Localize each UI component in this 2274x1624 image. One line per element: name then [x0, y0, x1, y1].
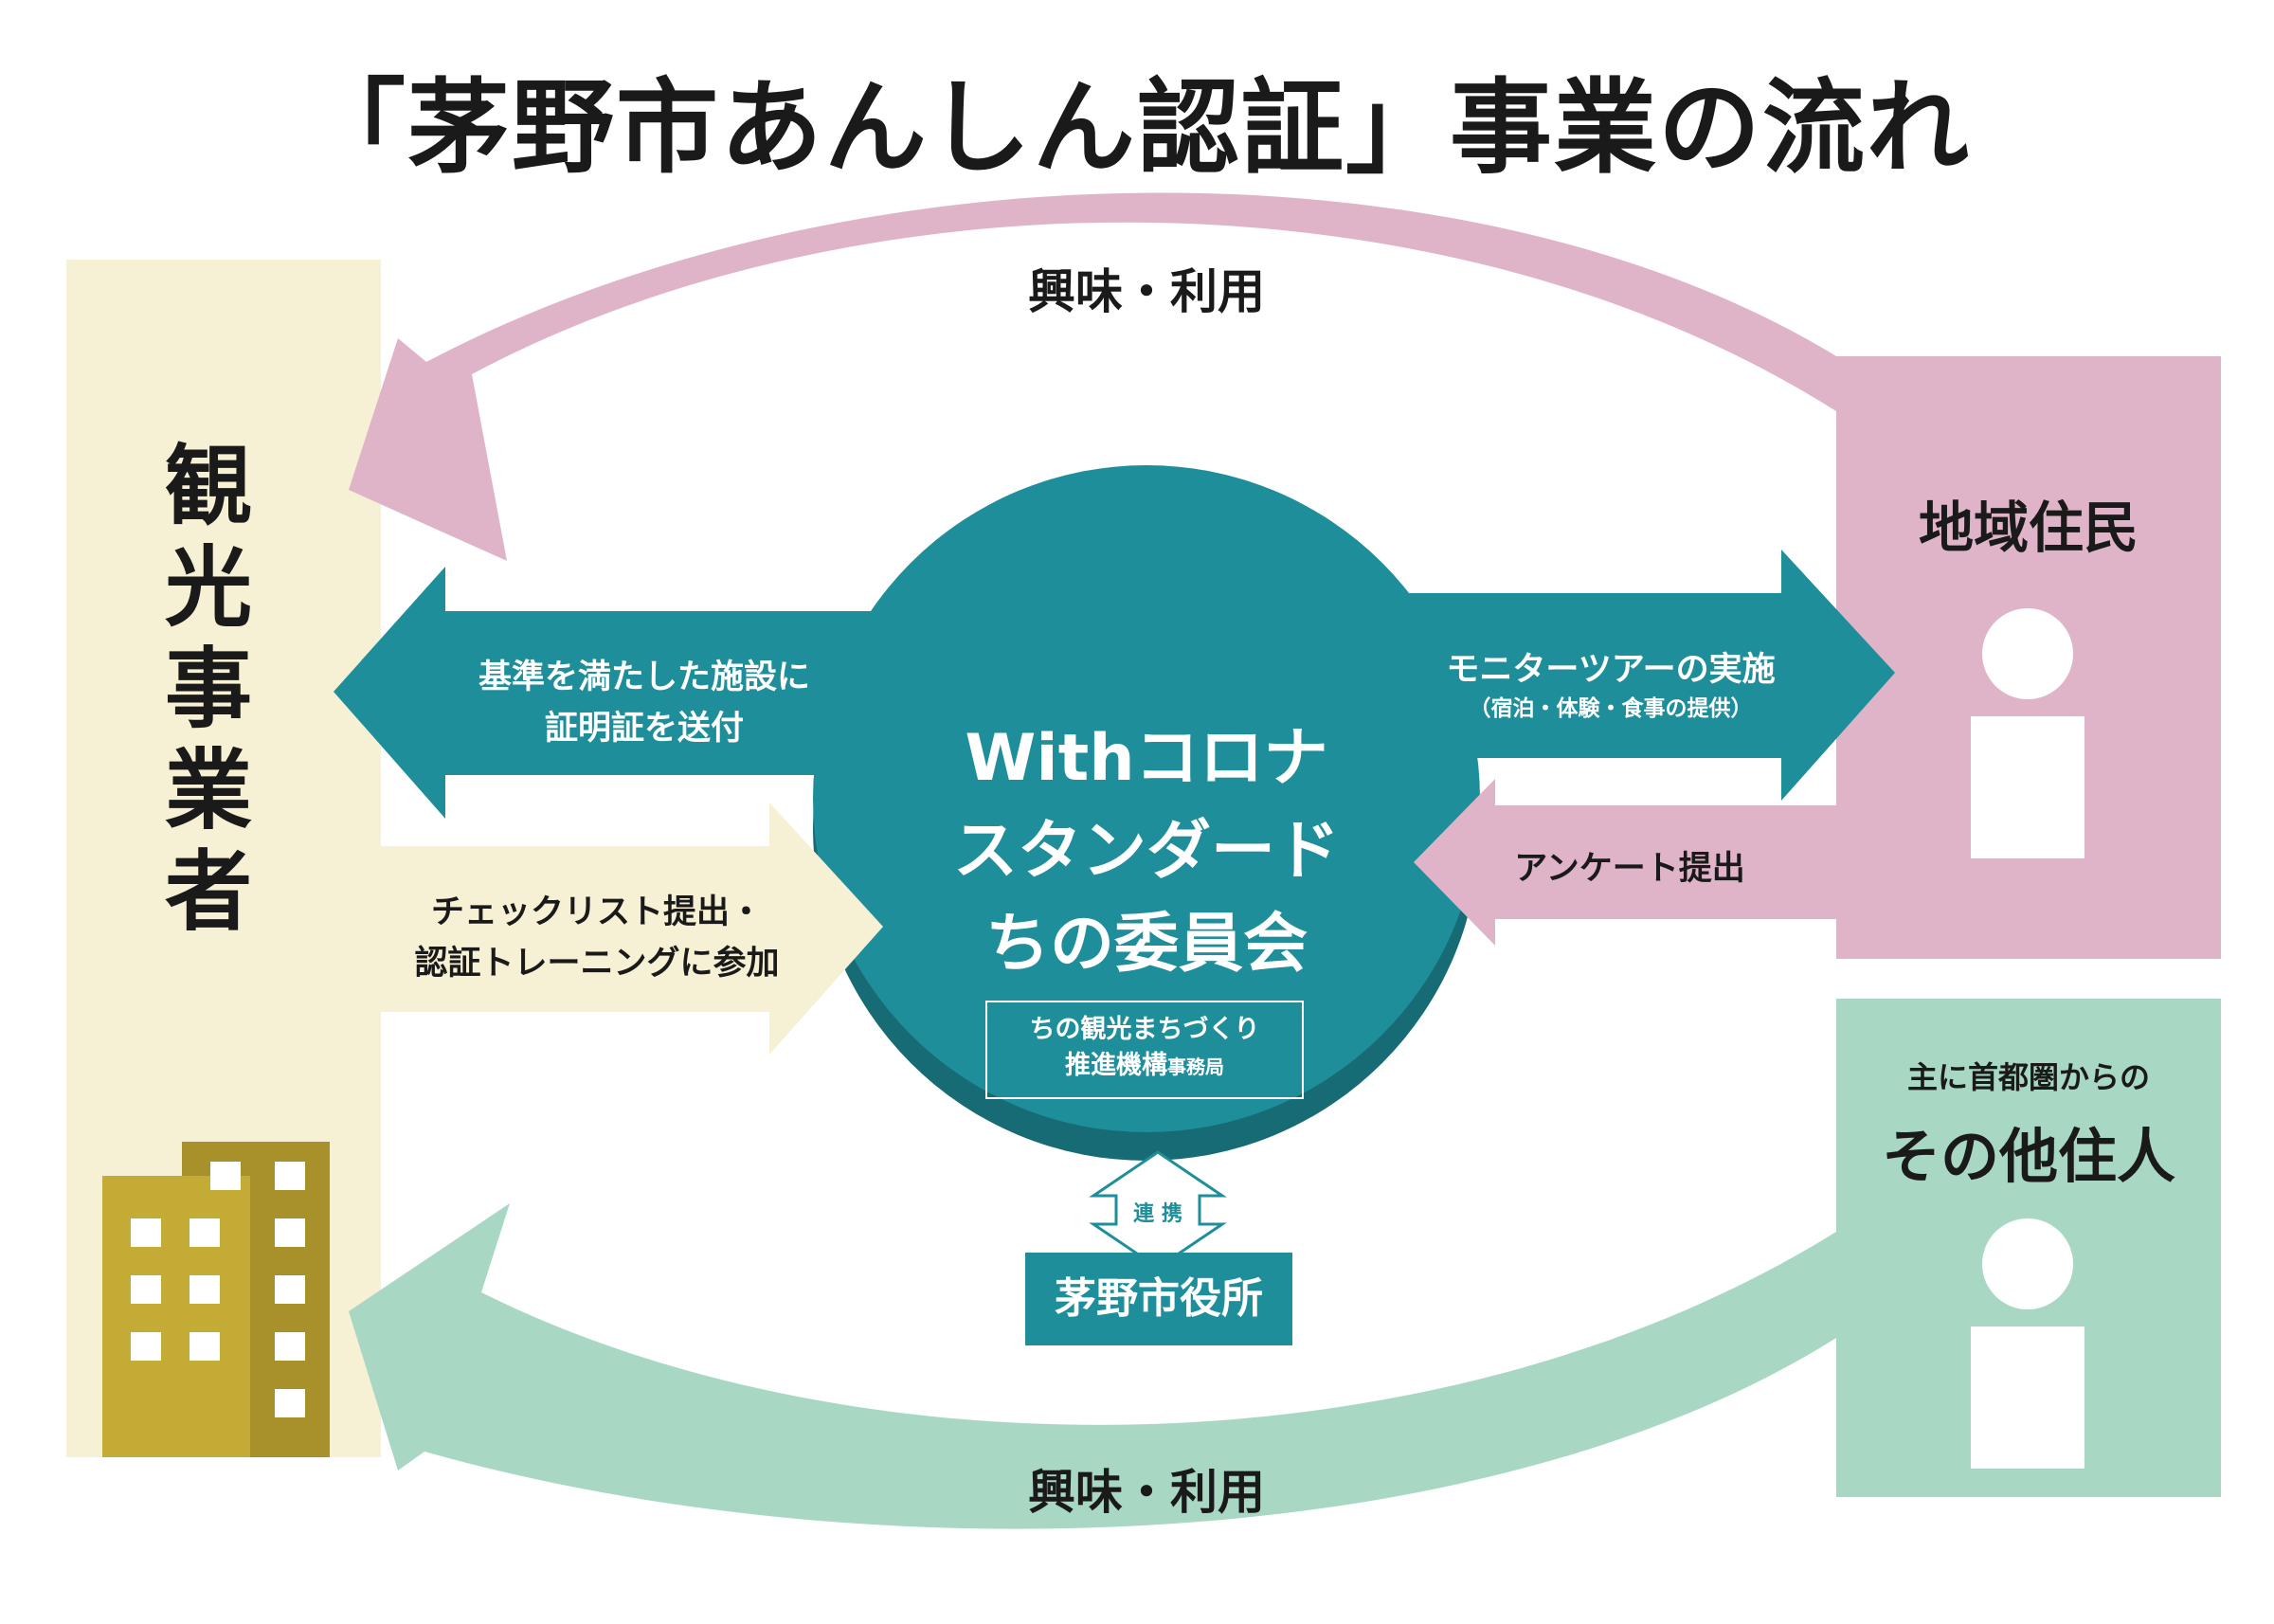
interest-arrow-bottom — [349, 1203, 1836, 1529]
checklist-label-1: チェックリスト提出・ — [430, 893, 763, 931]
interest-arrow-top — [349, 192, 1836, 561]
resident-person-icon — [1971, 608, 2084, 858]
operator-label: 観 光 事 業 者 — [164, 436, 252, 943]
others-label: その他住人 — [1881, 1122, 2175, 1191]
committee-line-1: Withコロナ — [965, 721, 1328, 796]
certificate-label-2: 証明証を送付 — [544, 710, 744, 748]
office-box: ちの観光まちづくり 推進機構事務局 — [985, 1001, 1304, 1099]
office-line-1: ちの観光まちづくり — [1029, 1015, 1260, 1044]
other-person-icon — [1971, 1218, 2084, 1469]
others-sub-label: 主に首都圏からの — [1906, 1059, 2150, 1095]
interest-bottom-label: 興味・利用 — [1028, 1465, 1265, 1520]
checklist-label-2: 認証トレーニングに参加 — [414, 945, 780, 983]
committee-line-3: ちの委員会 — [984, 907, 1308, 982]
certificate-label-1: 基準を満たした施設に — [478, 659, 810, 696]
survey-label: アンケート提出 — [1514, 850, 1745, 888]
monitor-arrow — [1364, 550, 1895, 801]
page-title: 「茅野市あんしん認証」事業の流れ — [302, 69, 1971, 188]
committee-circle — [813, 465, 1480, 1132]
cooperation-label: 連 携 — [1133, 1201, 1182, 1226]
checklist-arrow — [381, 803, 883, 1055]
building-icon — [102, 1142, 330, 1457]
office-line-2: 推進機構事務局 — [1065, 1051, 1224, 1080]
monitor-label-1: モニターツアーの実施 — [1446, 651, 1776, 689]
residents-label: 地域住民 — [1918, 496, 2139, 560]
certificate-arrow — [334, 567, 949, 819]
monitor-label-2: （宿泊・体験・食事の提供） — [1469, 696, 1753, 721]
office-small: 事務局 — [1167, 1056, 1224, 1078]
interest-top-label: 興味・利用 — [1028, 264, 1265, 319]
survey-arrow — [1414, 779, 1836, 946]
city-hall-box: 茅野市役所 — [1025, 1253, 1292, 1345]
committee-line-2: スタンダード — [952, 814, 1340, 889]
